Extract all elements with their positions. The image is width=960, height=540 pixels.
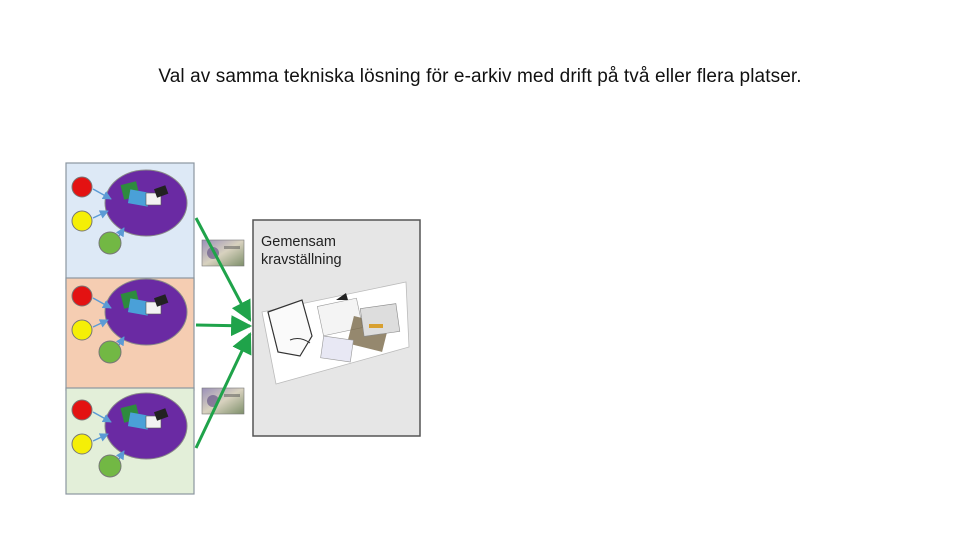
left-org-panel-green bbox=[65, 387, 195, 495]
green-arrows bbox=[194, 217, 253, 449]
requirements-label-line2: kravställning bbox=[261, 252, 342, 268]
requirements-label-line1: Gemensam bbox=[261, 234, 336, 250]
money-icon bbox=[201, 387, 245, 415]
slide-title: Val av samma tekniska lösning för e-arki… bbox=[158, 66, 802, 87]
requirements-label: Gemensam kravställning bbox=[261, 233, 411, 269]
left-org-panel-blue bbox=[65, 162, 195, 290]
documents-illustration bbox=[261, 281, 410, 385]
left-org-panel-peach bbox=[65, 277, 195, 391]
requirements-box bbox=[252, 219, 421, 437]
